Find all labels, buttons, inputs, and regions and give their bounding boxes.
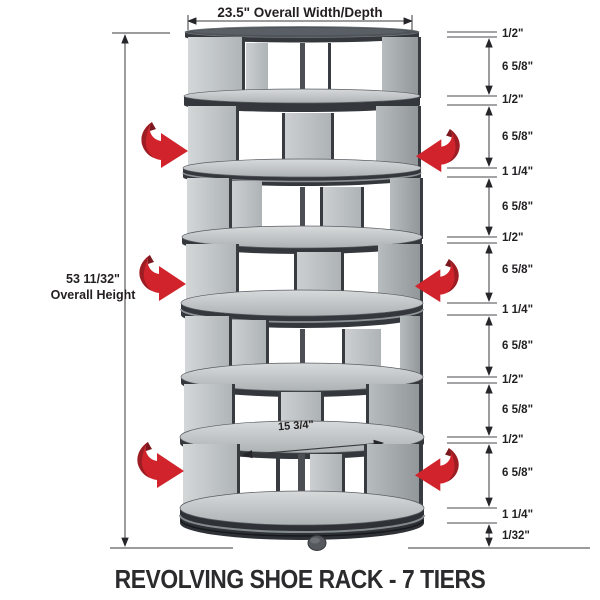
width-dimension-label: 23.5" Overall Width/Depth bbox=[217, 5, 383, 20]
dim-label-right-7: 6 5/8" bbox=[502, 264, 534, 276]
tier-3-panels bbox=[187, 178, 423, 242]
rotate-arrow-icon bbox=[414, 258, 459, 303]
dim-label-right-9: 6 5/8" bbox=[502, 340, 534, 352]
product-title: REVOLVING SHOE RACK - 7 TIERS bbox=[114, 564, 486, 594]
right-dimension-ticks bbox=[447, 31, 497, 524]
rotate-arrow-icon bbox=[137, 442, 184, 488]
board-base bbox=[179, 490, 425, 540]
rotate-arrow-icon bbox=[139, 255, 186, 301]
dim-label-right-6: 1/2" bbox=[502, 232, 524, 244]
rotate-arrow-icon bbox=[141, 122, 188, 168]
dim-label-right-14: 1 1/4" bbox=[502, 509, 534, 521]
board-6 bbox=[180, 362, 424, 397]
dim-label-right-1: 6 5/8" bbox=[502, 61, 534, 73]
dim-label-right-12: 1/2" bbox=[502, 434, 524, 446]
board-4 bbox=[181, 225, 423, 254]
dim-label-right-0: 1/2" bbox=[502, 28, 524, 40]
width-dimension-line bbox=[187, 15, 413, 30]
shoe-rack-illustration bbox=[179, 26, 425, 551]
dim-label-right-13: 6 5/8" bbox=[502, 467, 534, 479]
dim-label-right-2: 1/2" bbox=[502, 94, 524, 106]
dim-label-right-15: 1/32" bbox=[502, 530, 530, 542]
board-2 bbox=[183, 88, 421, 112]
height-dimension-value: 53 11/32" bbox=[66, 272, 120, 286]
height-dimension-caption: Overall Height bbox=[50, 288, 136, 302]
caster-wheel bbox=[307, 535, 327, 551]
dim-label-right-5: 6 5/8" bbox=[502, 201, 534, 213]
dim-label-right-4: 1 1/4" bbox=[502, 166, 534, 178]
inner-width-dimension-line bbox=[241, 439, 385, 459]
board-top bbox=[184, 26, 420, 43]
dim-label-right-8: 1 1/4" bbox=[502, 304, 534, 316]
height-dimension-line bbox=[112, 32, 170, 547]
dim-label-right-11: 6 5/8" bbox=[502, 404, 534, 416]
dim-label-right-10: 1/2" bbox=[502, 374, 524, 386]
tier-1-panels bbox=[188, 37, 421, 101]
rotation-arrows bbox=[137, 122, 460, 492]
dim-label-right-3: 6 5/8" bbox=[502, 131, 534, 143]
dimension-lines bbox=[110, 15, 590, 549]
rotate-arrow-icon bbox=[415, 128, 460, 173]
rotate-arrow-icon bbox=[414, 447, 459, 492]
inner-width-dimension-label: 15 3/4" bbox=[277, 418, 315, 434]
